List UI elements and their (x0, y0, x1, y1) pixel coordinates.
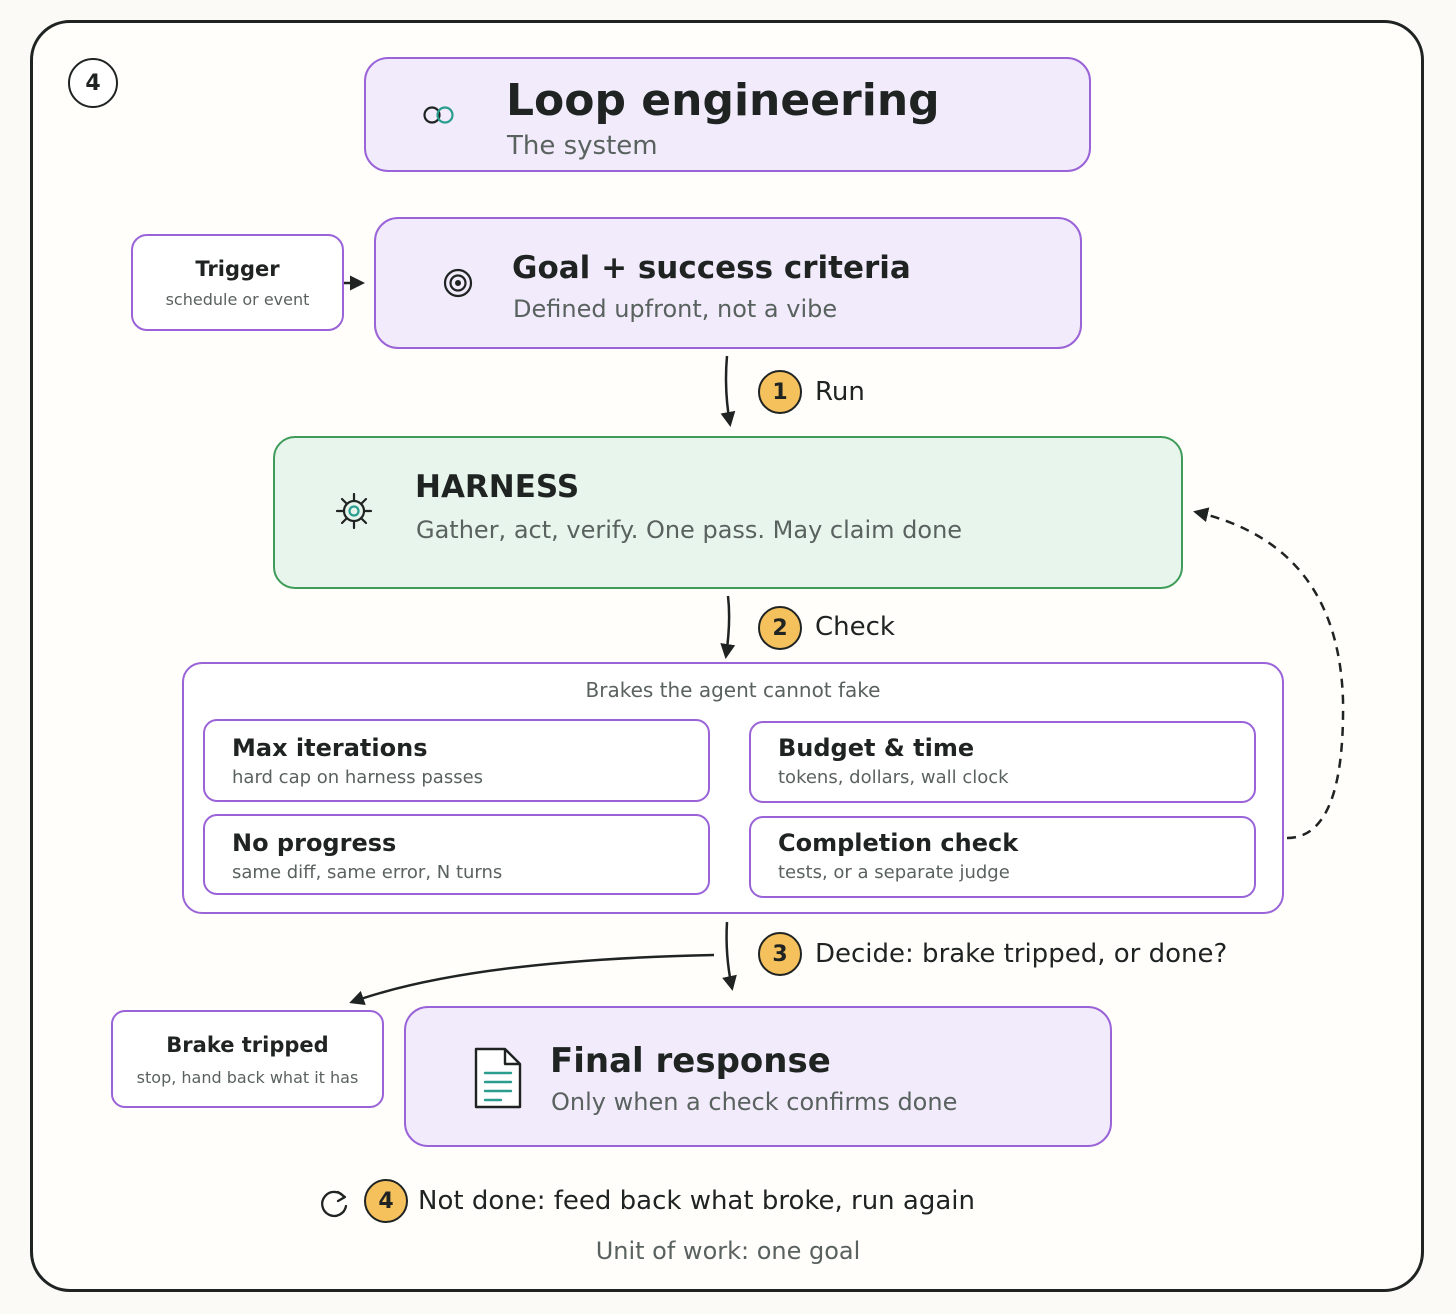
step-3-label: Decide: brake tripped, or done? (815, 939, 1228, 969)
brake-tripped-subtitle: stop, hand back what it has (136, 1068, 359, 1087)
page-subtitle: The system (507, 131, 658, 161)
harness-card: HARNESS Gather, act, verify. One pass. M… (273, 436, 1183, 589)
brake-item-completion-check: Completion check tests, or a separate ju… (749, 816, 1256, 898)
brake-item-title: Max iterations (232, 734, 428, 762)
step-3-number: 3 (772, 941, 788, 967)
trigger-title: Trigger (195, 257, 280, 281)
target-icon (442, 267, 474, 299)
corner-number-badge: 4 (68, 58, 118, 108)
goal-subtitle: Defined upfront, not a vibe (513, 295, 838, 323)
step-2-number: 2 (772, 615, 788, 641)
step-2-badge: 2 (758, 606, 802, 650)
feedback-loop-arrow (1193, 507, 1345, 840)
brake-item-max-iterations: Max iterations hard cap on harness passe… (203, 719, 710, 802)
brake-item-subtitle: same diff, same error, N turns (232, 862, 503, 883)
final-response-subtitle: Only when a check confirms done (551, 1088, 958, 1116)
step-1-number: 1 (772, 379, 788, 405)
step-1-label: Run (815, 377, 865, 407)
step-4-label: Not done: feed back what broke, run agai… (418, 1186, 975, 1216)
brake-item-title: Completion check (778, 829, 1019, 857)
header-card: Loop engineering The system (364, 57, 1091, 172)
trigger-box: Trigger schedule or event (131, 234, 344, 331)
brakes-heading: Brakes the agent cannot fake (585, 678, 881, 702)
final-response-title: Final response (550, 1041, 831, 1081)
step-1-badge: 1 (758, 370, 802, 414)
step-4-badge: 4 (364, 1179, 408, 1223)
refresh-icon (316, 1186, 352, 1222)
brake-item-no-progress: No progress same diff, same error, N tur… (203, 814, 710, 895)
brakes-container: Brakes the agent cannot fake Max iterati… (182, 662, 1284, 914)
step-2-label: Check (815, 612, 895, 642)
harness-title: HARNESS (415, 469, 580, 505)
harness-to-brakes-arrow (720, 595, 736, 659)
brake-item-title: Budget & time (778, 734, 975, 762)
brake-item-subtitle: hard cap on harness passes (232, 767, 484, 788)
gear-icon (335, 492, 373, 530)
goal-to-harness-arrow (720, 355, 736, 427)
footer-caption: Unit of work: one goal (595, 1237, 861, 1265)
trigger-subtitle: schedule or event (165, 290, 310, 309)
brake-item-subtitle: tests, or a separate judge (778, 862, 1010, 883)
brake-tripped-title: Brake tripped (166, 1033, 329, 1057)
to-brake-tripped-arrow (349, 953, 715, 1006)
corner-number: 4 (85, 70, 101, 96)
document-icon (472, 1046, 524, 1110)
brakes-to-final-arrow (722, 921, 737, 991)
harness-subtitle: Gather, act, verify. One pass. May claim… (416, 516, 963, 544)
goal-card: Goal + success criteria Defined upfront,… (374, 217, 1082, 349)
goal-title: Goal + success criteria (512, 250, 911, 286)
step-3-badge: 3 (758, 932, 802, 976)
infinity-circles-icon (422, 103, 462, 127)
final-response-card: Final response Only when a check confirm… (404, 1006, 1112, 1147)
page-title: Loop engineering (506, 75, 940, 126)
brake-item-subtitle: tokens, dollars, wall clock (778, 767, 1009, 788)
brake-item-budget-time: Budget & time tokens, dollars, wall cloc… (749, 721, 1256, 803)
brake-tripped-box: Brake tripped stop, hand back what it ha… (111, 1010, 384, 1108)
brake-item-title: No progress (232, 829, 397, 857)
step-4-number: 4 (378, 1188, 394, 1214)
